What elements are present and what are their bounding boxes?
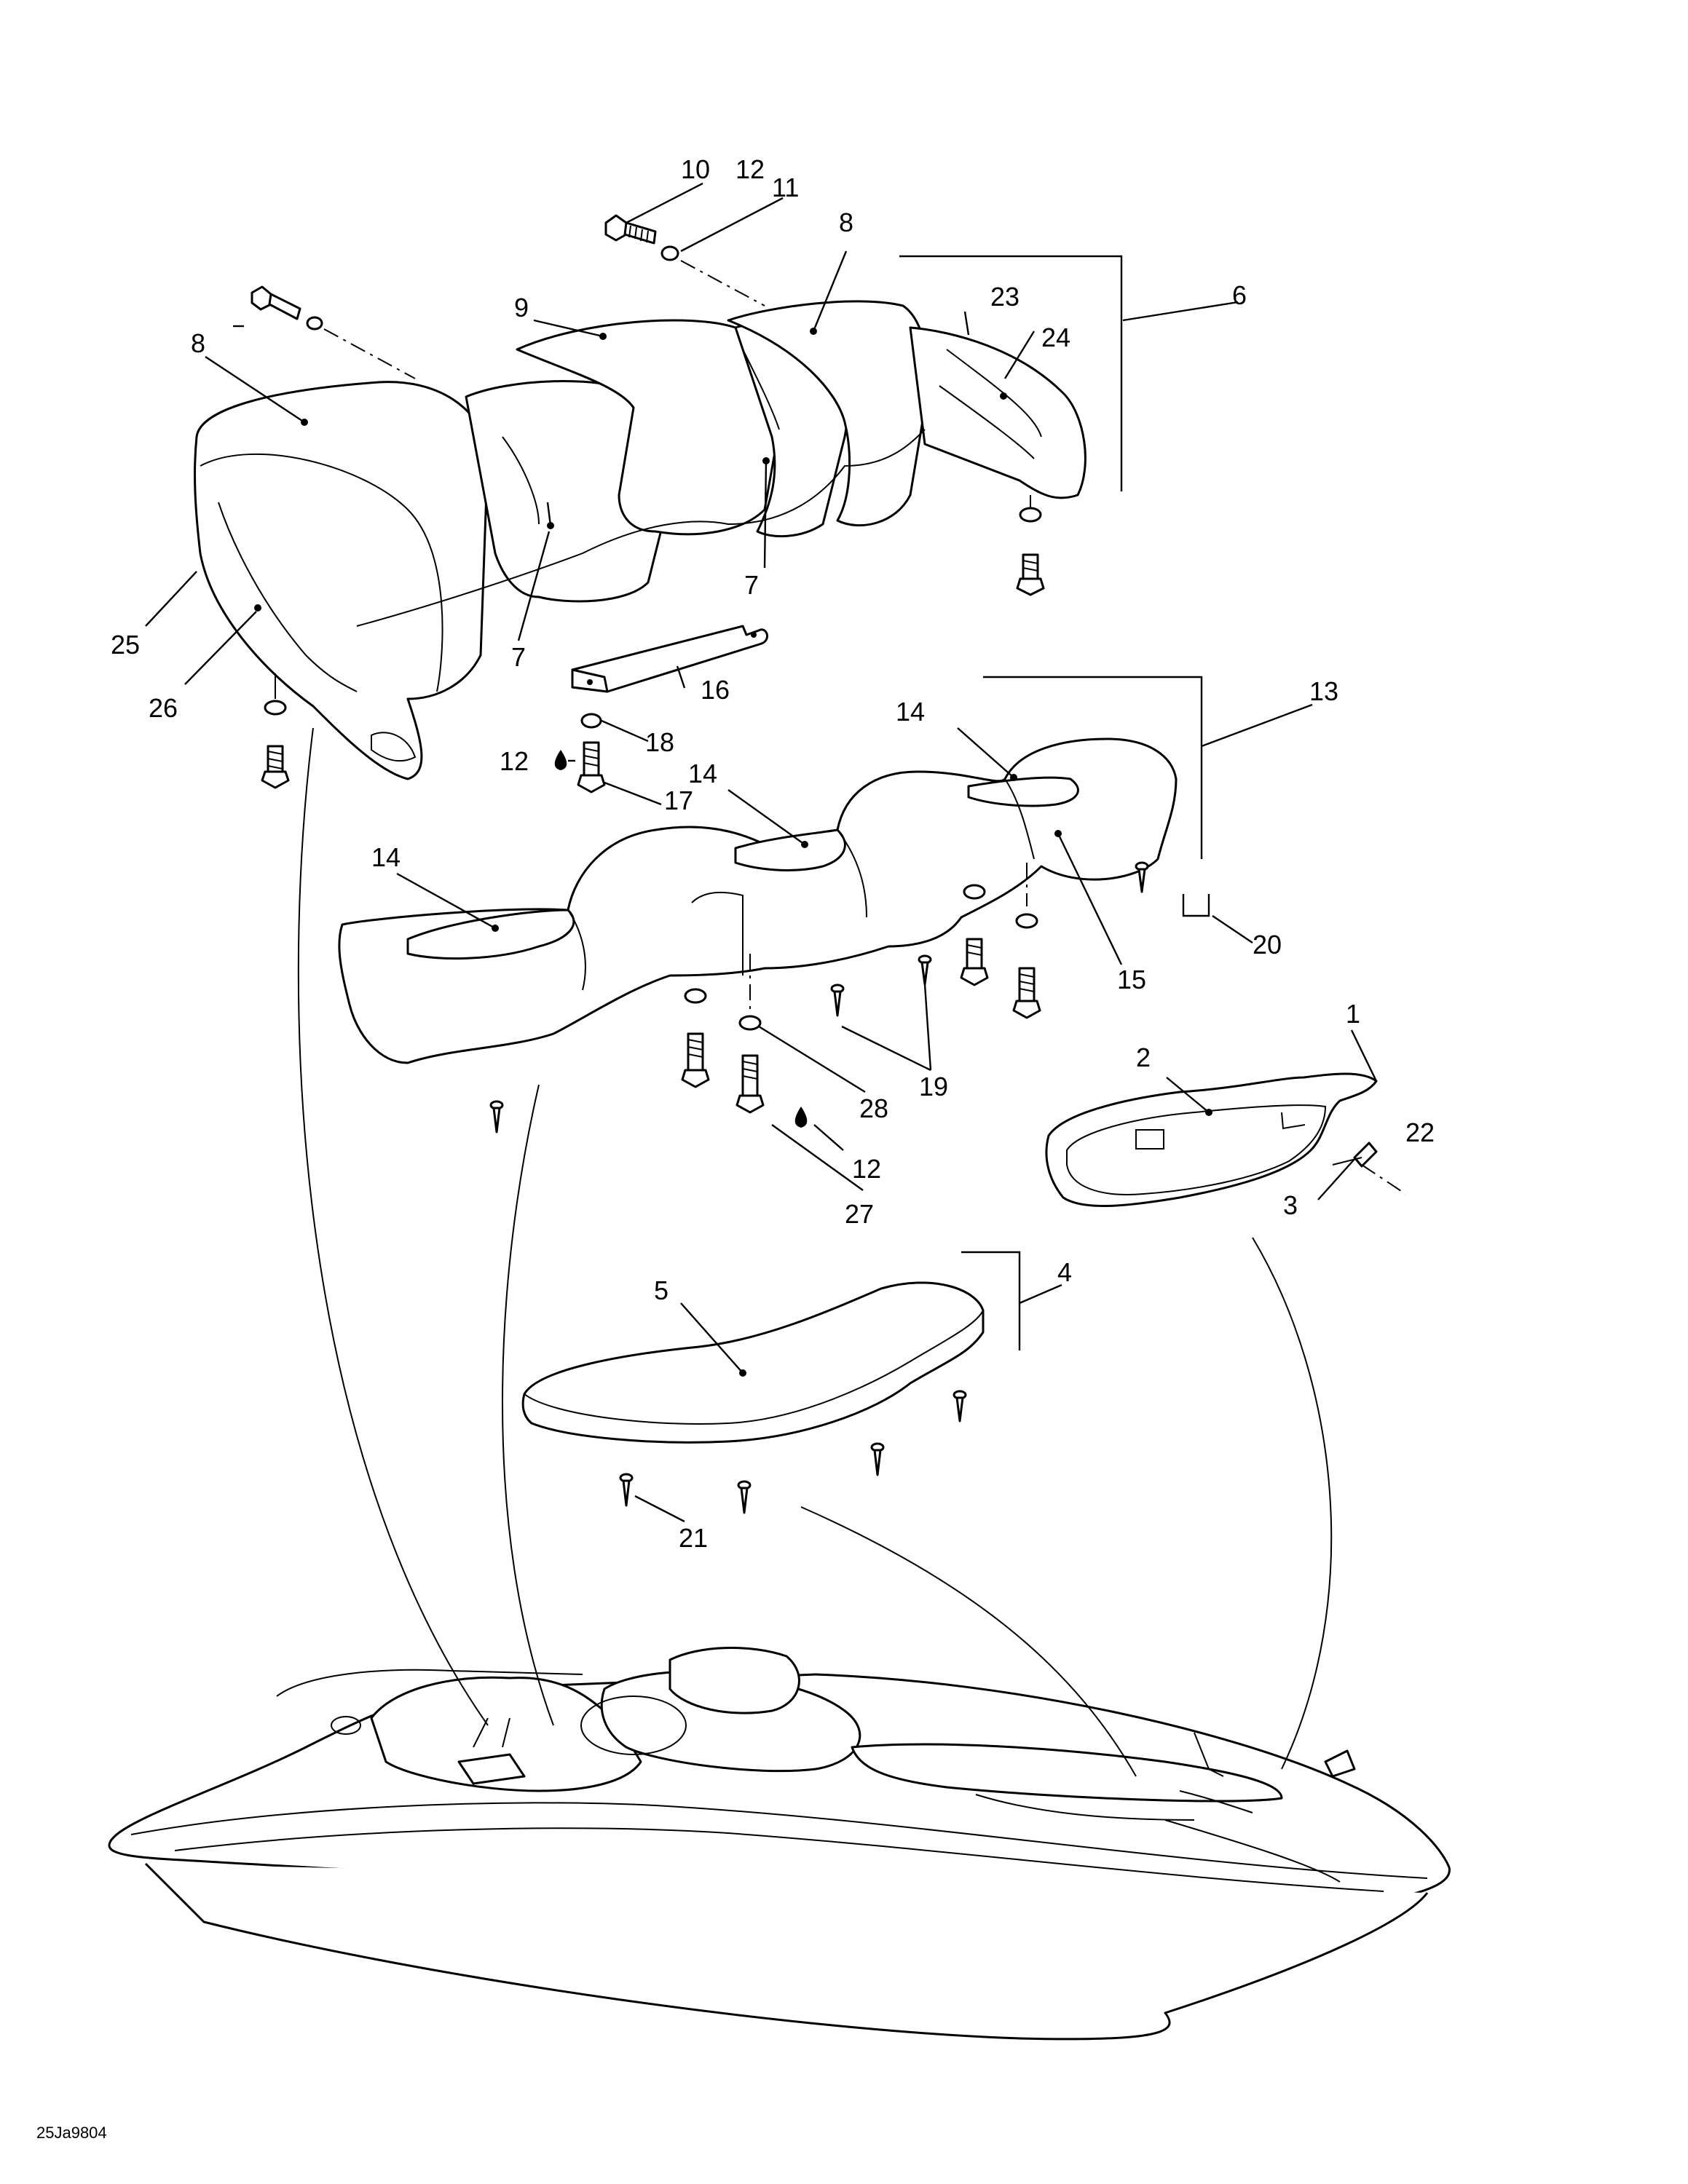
callout-1: 1 [1346, 999, 1360, 1029]
callout-8a: 8 [191, 328, 205, 358]
screw-10-icon [604, 214, 657, 245]
washer-base-b-icon [963, 884, 986, 900]
callout-14b: 14 [688, 759, 717, 788]
washer-24-icon [1019, 507, 1042, 523]
callout-15: 15 [1117, 965, 1146, 994]
callout-14c: 14 [371, 842, 401, 872]
seat-cover-assembly [194, 214, 1123, 789]
leader-lines [145, 182, 1378, 1523]
callout-16: 16 [701, 675, 730, 705]
wood-screw-21a-icon [619, 1473, 634, 1507]
wood-screw-21c-icon [870, 1442, 885, 1476]
callout-12b: 12 [500, 746, 529, 776]
wood-screw-lone-icon [489, 1100, 504, 1133]
clip-20-icon [1182, 894, 1210, 917]
callout-2: 2 [1136, 1042, 1151, 1072]
screw-left-top-icon [251, 285, 301, 320]
callout-3: 3 [1283, 1190, 1298, 1220]
wood-screw-19a-icon [830, 984, 845, 1017]
callout-8b: 8 [839, 207, 853, 237]
washer-left-top-icon [306, 316, 323, 331]
callout-22: 22 [1405, 1117, 1435, 1147]
callout-12a: 12 [735, 154, 765, 184]
wood-screw-right-icon [1135, 861, 1149, 893]
screw-base-a-icon [681, 1032, 710, 1088]
callout-21: 21 [679, 1523, 708, 1553]
screw-17-icon [577, 741, 606, 794]
callout-25: 25 [111, 630, 140, 660]
callout-11: 11 [772, 173, 799, 202]
wood-screw-19b-icon [918, 954, 932, 986]
screw-base-b-icon [960, 938, 989, 986]
callout-7b: 7 [744, 570, 759, 600]
callout-12c: 12 [852, 1154, 881, 1184]
washer-18-icon [580, 713, 602, 729]
callout-10: 10 [681, 154, 710, 184]
seat-cushion [521, 1251, 1021, 1514]
washer-28-icon [738, 1015, 762, 1031]
wood-screw-21d-icon [953, 1390, 967, 1423]
callout-19: 19 [919, 1072, 948, 1101]
callout-labels: 1 2 3 4 5 6 7 7 8 8 9 10 11 12 12 12 13 … [111, 154, 1435, 1553]
seat-base-assembly [338, 676, 1210, 1133]
latch-22-icon [1353, 1142, 1378, 1168]
callout-18: 18 [645, 727, 674, 757]
storage-tray [1045, 1072, 1406, 1207]
washer-base-a-icon [684, 988, 707, 1004]
figure-code: 25Ja9804 [36, 2124, 107, 2142]
callout-27: 27 [845, 1199, 874, 1229]
callout-7a: 7 [511, 642, 526, 672]
boat-hull [108, 1647, 1451, 2041]
callout-20: 20 [1253, 930, 1282, 960]
callout-4: 4 [1057, 1257, 1072, 1287]
callout-14a: 14 [896, 697, 925, 727]
callout-17: 17 [664, 786, 693, 815]
callout-24: 24 [1041, 323, 1070, 352]
wood-screw-21b-icon [737, 1480, 752, 1514]
drop-12-icon [554, 750, 567, 770]
washer-base-c-icon [1015, 913, 1038, 929]
screw-24-icon [1016, 553, 1045, 596]
screw-base-c-icon [1012, 967, 1041, 1019]
washer-26-icon [264, 700, 287, 716]
callout-26: 26 [149, 693, 178, 723]
seat-strap [554, 625, 769, 794]
callout-13: 13 [1309, 676, 1338, 706]
callout-6: 6 [1232, 280, 1247, 310]
screw-26-icon [261, 745, 290, 789]
callout-5: 5 [654, 1275, 669, 1305]
callout-9: 9 [514, 293, 529, 323]
drop-12-lower-icon [794, 1107, 808, 1128]
screw-27-icon [735, 1054, 765, 1114]
callout-28: 28 [859, 1093, 888, 1123]
location-lines [297, 727, 1333, 1777]
washer-11-icon [660, 245, 679, 261]
callout-23: 23 [990, 282, 1019, 312]
